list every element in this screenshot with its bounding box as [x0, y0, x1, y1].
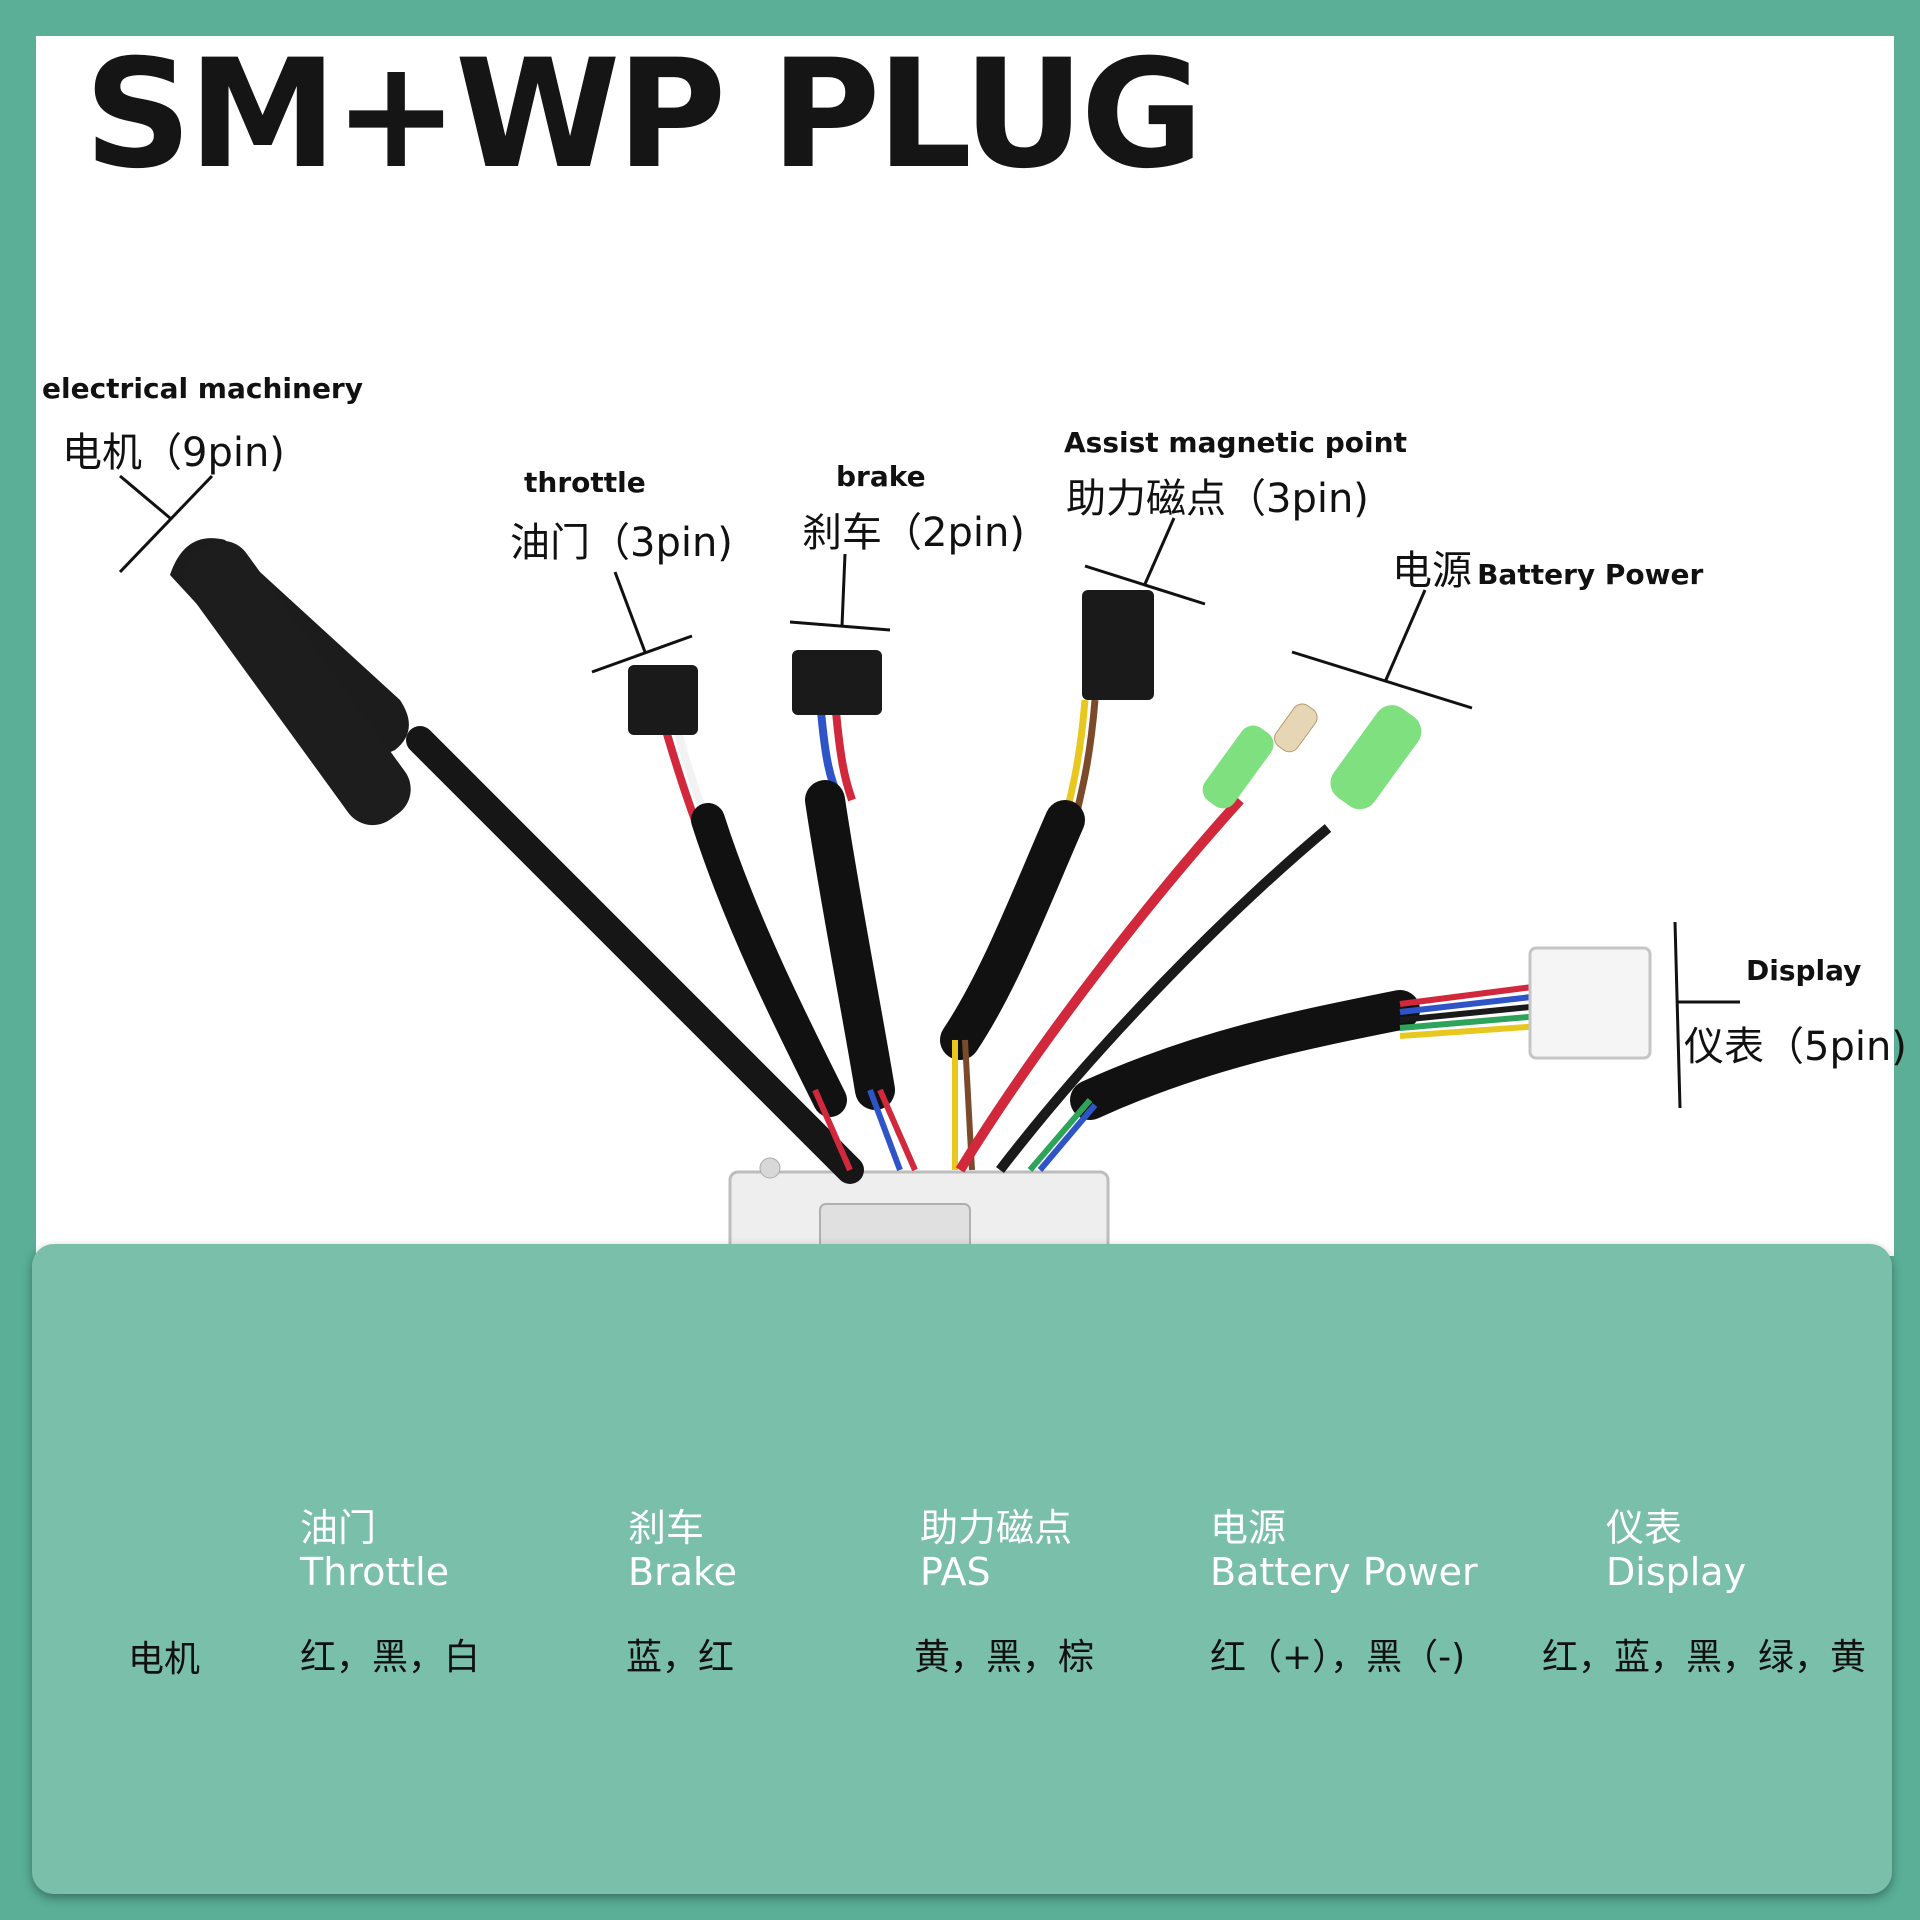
legend-display-en: Display: [1606, 1550, 1747, 1594]
throttle-label-en: throttle: [524, 466, 646, 499]
legend-throttle-colors: 红，黑，白: [300, 1637, 481, 1678]
legend-column-battery: 电源 Battery Power: [1210, 1506, 1478, 1594]
legend-column-brake: 刹车 Brake: [628, 1506, 737, 1594]
legend-column-display: 仪表 Display: [1606, 1506, 1746, 1594]
throttle-cable: [628, 665, 853, 1172]
motor-label-en: electrical machinery: [42, 372, 363, 405]
battery-label-cn: 电源: [1392, 548, 1472, 594]
motor-label-cn: 电机（9pin): [62, 430, 285, 476]
page-title: SM+WP PLUG: [84, 28, 1204, 202]
legend-brake-cn: 刹车: [628, 1506, 705, 1550]
display-cable: [1027, 946, 1652, 1172]
controller-box: [728, 1157, 1110, 1264]
legend-pas-colors: 黄，黑，棕: [914, 1637, 1095, 1678]
callout-lines: [118, 474, 1740, 1109]
legend-throttle-cn: 油门: [300, 1506, 377, 1550]
legend-brake-colors: 蓝，红: [626, 1637, 735, 1678]
brake-cable: [792, 650, 918, 1172]
display-label-en: Display: [1746, 954, 1862, 987]
pas-label-cn: 助力磁点（3pin): [1066, 476, 1369, 522]
battery-label-en: Battery Power: [1477, 558, 1704, 591]
brake-label-en: brake: [836, 460, 926, 493]
legend-motor-caption: 电机: [128, 1639, 201, 1680]
legend-brake-en: Brake: [628, 1550, 738, 1594]
legend-battery-cn: 电源: [1210, 1506, 1287, 1550]
legend-pas-cn: 助力磁点: [920, 1506, 1073, 1550]
pas-label-en: Assist magnetic point: [1064, 426, 1407, 459]
legend-battery-colors: 红（+），黑（-): [1210, 1637, 1466, 1678]
brake-label-cn: 刹车（2pin): [802, 510, 1025, 556]
motor-cable: [170, 538, 864, 1184]
battery-power-wires: [955, 703, 1422, 1174]
legend-column-throttle: 油门 Throttle: [300, 1506, 449, 1594]
legend-display-cn: 仪表: [1606, 1506, 1683, 1550]
legend-column-pas: 助力磁点 PAS: [920, 1506, 1072, 1594]
legend-pas-en: PAS: [920, 1550, 991, 1594]
battery-label: 电源 Battery Power: [1392, 538, 1703, 596]
pas-cable: [940, 590, 1154, 1171]
display-label-cn: 仪表（5pin): [1684, 1024, 1907, 1070]
wire-color-legend: [32, 1244, 1892, 1894]
legend-battery-en: Battery Power: [1210, 1550, 1478, 1594]
throttle-label-cn: 油门（3pin): [510, 520, 733, 566]
legend-display-colors: 红，蓝，黑，绿，黄: [1542, 1637, 1867, 1678]
legend-throttle-en: Throttle: [300, 1550, 450, 1594]
